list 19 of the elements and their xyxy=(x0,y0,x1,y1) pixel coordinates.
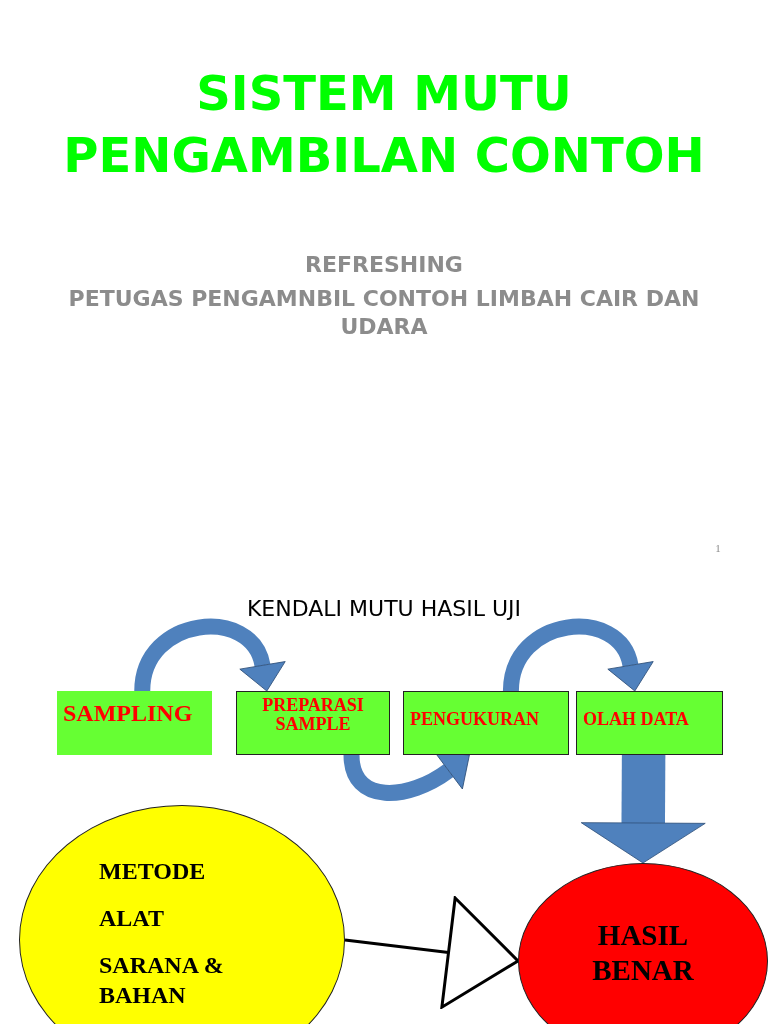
block-arrow xyxy=(580,754,706,864)
subtitle: PETUGAS PENGAMNBIL CONTOH LIMBAH CAIR DAN UDARA xyxy=(67,285,701,341)
process-box xyxy=(236,691,390,755)
outline-arrow xyxy=(344,896,520,1009)
box-label: PREPARASI SAMPLE xyxy=(261,696,365,734)
box-label: ALAT xyxy=(99,904,165,933)
slide-title: SISTEM MUTU PENGAMBILAN CONTOH xyxy=(62,64,706,185)
box-label: PENGUKURAN xyxy=(410,708,540,730)
process-box xyxy=(403,691,569,755)
box-label: METODE xyxy=(99,857,207,886)
box-label: HASIL BENAR xyxy=(591,918,695,988)
process-box xyxy=(57,691,212,755)
box-label: SARANA & BAHAN xyxy=(99,951,225,1010)
slide-heading: KENDALI MUTU HASIL UJI xyxy=(245,595,523,623)
box-label: SAMPLING xyxy=(63,699,194,727)
subtitle: REFRESHING xyxy=(304,251,464,279)
page-number: 1 xyxy=(714,541,722,555)
process-box xyxy=(576,691,723,755)
box-label: OLAH DATA xyxy=(583,708,690,730)
